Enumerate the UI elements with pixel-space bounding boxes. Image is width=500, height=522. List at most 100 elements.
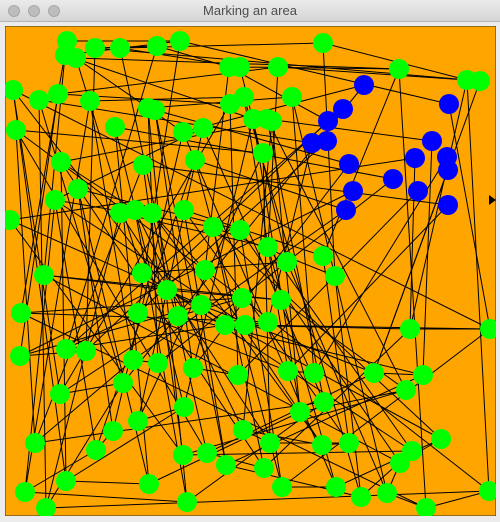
unmarked-node[interactable]	[377, 483, 397, 503]
unmarked-node[interactable]	[147, 36, 167, 56]
unmarked-node[interactable]	[254, 458, 274, 478]
unmarked-node[interactable]	[197, 443, 217, 463]
graph-canvas[interactable]	[5, 26, 496, 516]
close-icon[interactable]	[8, 5, 20, 17]
unmarked-node[interactable]	[50, 384, 70, 404]
marked-node[interactable]	[317, 131, 337, 151]
zoom-icon[interactable]	[48, 5, 60, 17]
unmarked-node[interactable]	[103, 421, 123, 441]
unmarked-node[interactable]	[173, 122, 193, 142]
unmarked-node[interactable]	[105, 117, 125, 137]
unmarked-node[interactable]	[128, 411, 148, 431]
unmarked-node[interactable]	[243, 109, 263, 129]
unmarked-node[interactable]	[5, 210, 20, 230]
marked-node[interactable]	[302, 133, 322, 153]
unmarked-node[interactable]	[128, 303, 148, 323]
unmarked-node[interactable]	[479, 481, 496, 501]
unmarked-node[interactable]	[76, 341, 96, 361]
unmarked-node[interactable]	[51, 152, 71, 172]
unmarked-node[interactable]	[5, 80, 23, 100]
unmarked-node[interactable]	[235, 315, 255, 335]
unmarked-node[interactable]	[85, 38, 105, 58]
unmarked-node[interactable]	[268, 57, 288, 77]
unmarked-node[interactable]	[132, 263, 152, 283]
unmarked-node[interactable]	[11, 303, 31, 323]
unmarked-node[interactable]	[45, 190, 65, 210]
marked-node[interactable]	[383, 169, 403, 189]
unmarked-node[interactable]	[110, 203, 130, 223]
unmarked-node[interactable]	[290, 402, 310, 422]
unmarked-node[interactable]	[470, 71, 490, 91]
unmarked-node[interactable]	[174, 397, 194, 417]
unmarked-node[interactable]	[230, 57, 250, 77]
unmarked-node[interactable]	[34, 265, 54, 285]
unmarked-node[interactable]	[36, 498, 56, 516]
unmarked-node[interactable]	[56, 471, 76, 491]
unmarked-node[interactable]	[215, 315, 235, 335]
unmarked-node[interactable]	[389, 59, 409, 79]
unmarked-node[interactable]	[15, 482, 35, 502]
unmarked-node[interactable]	[262, 111, 282, 131]
unmarked-node[interactable]	[170, 31, 190, 51]
marked-node[interactable]	[354, 75, 374, 95]
marked-node[interactable]	[439, 94, 459, 114]
unmarked-node[interactable]	[29, 90, 49, 110]
marked-node[interactable]	[438, 195, 458, 215]
unmarked-node[interactable]	[228, 365, 248, 385]
drawing-canvas[interactable]	[5, 26, 496, 516]
unmarked-node[interactable]	[173, 445, 193, 465]
unmarked-node[interactable]	[125, 200, 145, 220]
unmarked-node[interactable]	[364, 363, 384, 383]
unmarked-node[interactable]	[203, 217, 223, 237]
unmarked-node[interactable]	[48, 84, 68, 104]
unmarked-node[interactable]	[177, 492, 197, 512]
unmarked-node[interactable]	[80, 91, 100, 111]
unmarked-node[interactable]	[396, 380, 416, 400]
marked-node[interactable]	[343, 181, 363, 201]
unmarked-node[interactable]	[326, 477, 346, 497]
unmarked-node[interactable]	[431, 429, 451, 449]
unmarked-node[interactable]	[148, 353, 168, 373]
unmarked-node[interactable]	[313, 33, 333, 53]
unmarked-node[interactable]	[110, 38, 130, 58]
unmarked-node[interactable]	[258, 312, 278, 332]
unmarked-node[interactable]	[271, 290, 291, 310]
unmarked-node[interactable]	[139, 474, 159, 494]
marked-node[interactable]	[318, 111, 338, 131]
unmarked-node[interactable]	[232, 288, 252, 308]
unmarked-node[interactable]	[216, 455, 236, 475]
unmarked-node[interactable]	[413, 365, 433, 385]
unmarked-node[interactable]	[66, 48, 86, 68]
unmarked-node[interactable]	[400, 319, 420, 339]
unmarked-node[interactable]	[191, 295, 211, 315]
unmarked-node[interactable]	[195, 260, 215, 280]
unmarked-node[interactable]	[351, 487, 371, 507]
unmarked-node[interactable]	[304, 363, 324, 383]
unmarked-node[interactable]	[314, 392, 334, 412]
unmarked-node[interactable]	[68, 179, 88, 199]
marked-node[interactable]	[405, 148, 425, 168]
unmarked-node[interactable]	[142, 203, 162, 223]
marked-node[interactable]	[408, 181, 428, 201]
unmarked-node[interactable]	[157, 280, 177, 300]
marked-node[interactable]	[422, 131, 442, 151]
title-bar[interactable]: Marking an area	[0, 0, 500, 22]
unmarked-node[interactable]	[253, 143, 273, 163]
unmarked-node[interactable]	[282, 87, 302, 107]
unmarked-node[interactable]	[233, 420, 253, 440]
unmarked-node[interactable]	[193, 118, 213, 138]
unmarked-node[interactable]	[183, 358, 203, 378]
unmarked-node[interactable]	[258, 237, 278, 257]
unmarked-node[interactable]	[339, 433, 359, 453]
unmarked-node[interactable]	[25, 433, 45, 453]
unmarked-node[interactable]	[402, 441, 422, 461]
unmarked-node[interactable]	[416, 498, 436, 516]
unmarked-node[interactable]	[174, 200, 194, 220]
unmarked-node[interactable]	[168, 306, 188, 326]
unmarked-node[interactable]	[260, 433, 280, 453]
unmarked-node[interactable]	[230, 220, 250, 240]
marked-node[interactable]	[336, 200, 356, 220]
unmarked-node[interactable]	[185, 150, 205, 170]
unmarked-node[interactable]	[133, 155, 153, 175]
unmarked-node[interactable]	[272, 477, 292, 497]
